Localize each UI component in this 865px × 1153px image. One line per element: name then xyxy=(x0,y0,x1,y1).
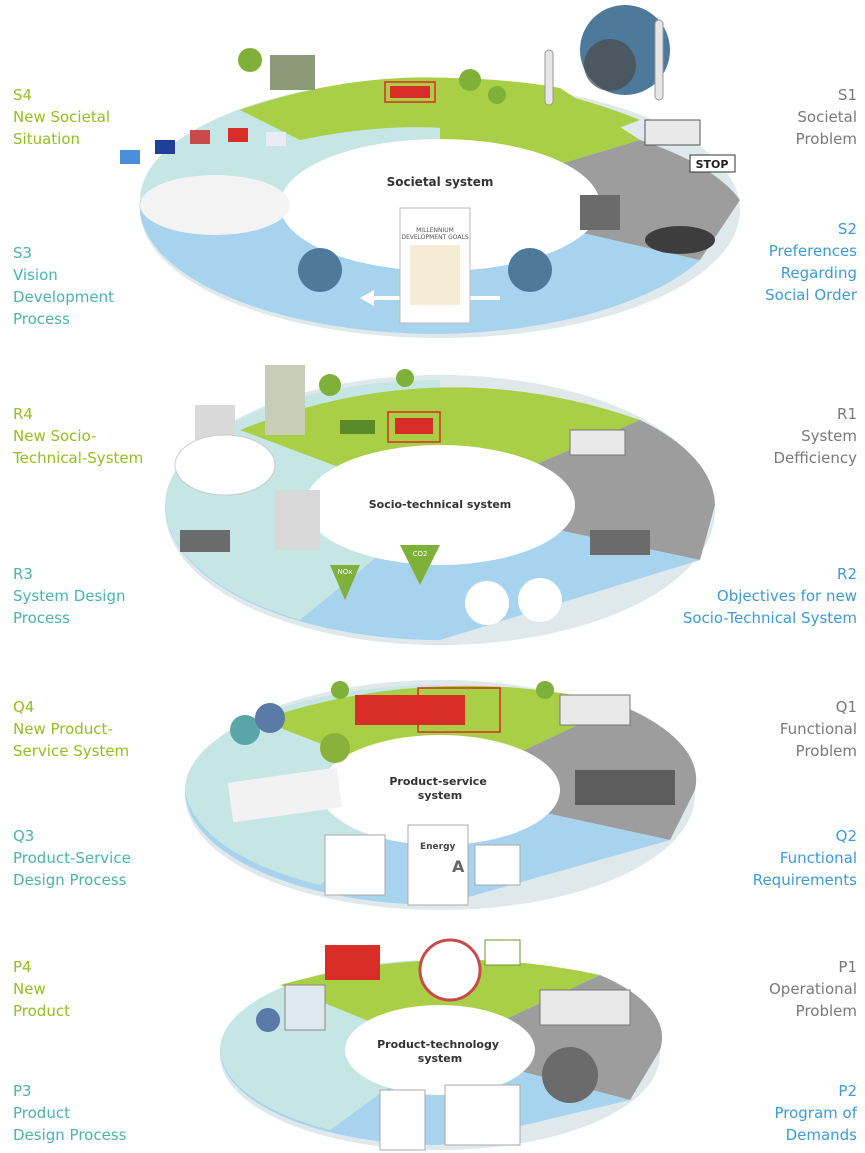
nox-arrow-icon xyxy=(330,565,360,600)
building-icon xyxy=(275,490,320,550)
ring-center xyxy=(345,1005,535,1095)
label-q3: Q3 Product-Service Design Process xyxy=(13,827,131,889)
truck-icon xyxy=(325,945,380,980)
label-r3: R3 System Design Process xyxy=(13,565,126,627)
truck-icon xyxy=(644,119,701,146)
gas-station-icon xyxy=(559,694,631,726)
co2-arrow-icon xyxy=(400,545,440,585)
label-q4: Q4 New Product- Service System xyxy=(13,698,130,760)
ring-title-product-technology: Product-technology system xyxy=(377,1038,503,1065)
flags xyxy=(120,128,286,164)
energy-grade: A xyxy=(452,857,465,876)
data-sheet-card xyxy=(444,1084,521,1146)
label-s3: S3 Vision Development Process xyxy=(13,244,114,328)
truck-icon xyxy=(340,420,375,434)
globe-icon xyxy=(298,248,342,292)
ring-title-product-service-line: Product-service xyxy=(389,775,486,788)
ring-title-product-service-line: system xyxy=(418,789,462,802)
thermometer-icon xyxy=(654,19,664,101)
ev-sign-icon xyxy=(484,939,521,966)
wind-turbine-card xyxy=(324,834,386,896)
highlight-box xyxy=(387,411,441,443)
text-line: MILLENNIUM xyxy=(416,227,454,234)
ring-title-product-service: Product-service system xyxy=(389,775,490,802)
label-p2: P2 Program of Demands xyxy=(774,1082,857,1144)
label-r4: R4 New Socio- Technical-System xyxy=(13,405,144,467)
ring-center xyxy=(305,445,575,565)
chart-card xyxy=(474,844,521,886)
quadrant-deficiency xyxy=(440,420,715,560)
label-r1: R1 System Defficiency xyxy=(773,405,857,467)
energy-label-text: Energy xyxy=(420,842,456,852)
tree-icon xyxy=(331,681,349,699)
tree-icon xyxy=(396,369,414,387)
quadrant-functional-problem xyxy=(440,705,697,840)
label-r2: R2 Objectives for new Socio-Technical Sy… xyxy=(682,565,857,627)
ring-title-socio-technical: Socio-technical system xyxy=(369,498,512,511)
nox-arrow-label: NOx xyxy=(338,568,353,576)
person-icon xyxy=(255,703,285,733)
label-p1: P1 Operational Problem xyxy=(768,958,857,1020)
thermometer-icon xyxy=(518,578,562,622)
highlight-box xyxy=(417,687,501,733)
gas-station-icon xyxy=(539,989,631,1026)
factory-icon xyxy=(580,195,620,230)
fuel-nozzle-icon xyxy=(542,1047,598,1103)
label-s1: S1 Societal Problem xyxy=(795,86,857,148)
quadrant-new-situation xyxy=(240,77,640,150)
ring-title-societal: Societal system xyxy=(387,175,494,189)
speech-bubble xyxy=(174,434,276,496)
globe-icon xyxy=(508,248,552,292)
plan-table xyxy=(227,767,343,823)
person-icon xyxy=(230,715,260,745)
energy-label-card xyxy=(407,824,469,906)
person-icon xyxy=(256,1008,280,1032)
truck-icon xyxy=(355,695,465,725)
quadrant-new-product xyxy=(280,959,600,1050)
spec-sheet-card xyxy=(379,1089,426,1151)
ring-title-product-technology-line: system xyxy=(418,1052,462,1065)
ring-title-product-technology-line: Product-technology xyxy=(377,1038,499,1051)
leaf-icon xyxy=(465,581,509,625)
tree-icon xyxy=(488,86,506,104)
ring-center xyxy=(320,735,560,845)
table-icon xyxy=(140,175,290,235)
charging-plug-icon xyxy=(418,938,482,1002)
truck-icon xyxy=(395,418,433,434)
thermometer-icon xyxy=(544,49,554,106)
truck-icon xyxy=(180,530,230,552)
oil-spill-icon xyxy=(645,226,715,254)
highlight-box xyxy=(384,81,436,103)
building-icon xyxy=(265,365,305,435)
tree-icon xyxy=(459,69,481,91)
label-p3: P3 Product Design Process xyxy=(13,1082,127,1144)
tree-icon xyxy=(319,374,341,396)
truck-icon xyxy=(575,770,675,805)
stop-sign-text: STOP xyxy=(696,158,729,171)
truck-icon xyxy=(590,530,650,555)
label-s2: S2 Preferences Regarding Social Order xyxy=(765,220,857,304)
label-p4: P4 New Product xyxy=(13,958,70,1020)
truck-icon xyxy=(390,86,430,98)
label-s4: S4 New Societal Situation xyxy=(13,86,111,148)
stop-sign xyxy=(689,154,736,173)
person-icon xyxy=(320,733,350,763)
monitor-icon xyxy=(284,984,326,1031)
label-q2: Q2 Functional Requirements xyxy=(752,827,857,889)
co2-arrow-label: CO2 xyxy=(413,550,428,558)
text-line: DEVELOPMENT GOALS xyxy=(401,234,469,241)
tree-icon xyxy=(536,681,554,699)
ring-center xyxy=(280,139,600,271)
ring-socio-technical: NOx CO2 Socio-technical system xyxy=(165,365,715,645)
gas-station-icon xyxy=(569,429,626,456)
factory-icon xyxy=(270,55,315,90)
ring-product-service: Energy A Product-service system xyxy=(185,680,697,910)
ring-product-technology: Product-technology system xyxy=(220,938,663,1151)
tree-icon xyxy=(238,48,262,72)
label-q1: Q1 Functional Problem xyxy=(779,698,857,760)
